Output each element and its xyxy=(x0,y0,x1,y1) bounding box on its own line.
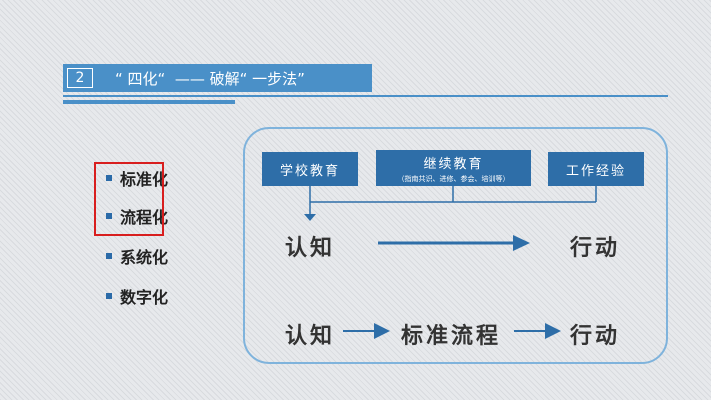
continuing-education-box: 继续教育 （指南共识、进修、参会、培训等） xyxy=(376,150,531,186)
list-item-label: 标准化 xyxy=(120,170,169,189)
school-education-box: 学校教育 xyxy=(262,152,358,186)
title-underline-accent xyxy=(63,100,235,104)
row2-cognition: 认知 xyxy=(285,324,336,349)
row1-action: 行动 xyxy=(570,236,621,261)
list-item-label: 数字化 xyxy=(120,288,169,307)
down-arrow-icon xyxy=(304,214,316,221)
row1-cognition: 认知 xyxy=(285,236,336,261)
list-item: 数字化 xyxy=(106,284,168,308)
section-title: “ 四化“ —— 破解“ 一步法” xyxy=(115,69,305,88)
row2-action: 行动 xyxy=(570,324,621,349)
diagram-panel xyxy=(243,127,668,364)
box-label: 工作经验 xyxy=(565,163,626,179)
box-sublabel: （指南共识、进修、参会、培训等） xyxy=(397,174,510,183)
list-item: 系统化 xyxy=(106,244,168,268)
section-title-bar: 2 “ 四化“ —— 破解“ 一步法” xyxy=(63,64,372,92)
row2-standard-process: 标准流程 xyxy=(401,324,502,349)
bullet-icon xyxy=(106,253,112,259)
title-underline xyxy=(63,95,668,97)
arrow-head-icon xyxy=(513,235,530,251)
list-item: 流程化 xyxy=(106,204,168,228)
box-label: 学校教育 xyxy=(279,163,340,179)
section-number: 2 xyxy=(67,68,93,88)
list-item-label: 系统化 xyxy=(120,248,169,267)
merge-connector xyxy=(309,186,597,214)
work-experience-box: 工作经验 xyxy=(548,152,644,186)
highlight-box xyxy=(94,162,164,236)
bullet-icon xyxy=(106,213,112,219)
bullet-icon xyxy=(106,175,112,181)
box-label: 继续教育 xyxy=(423,156,484,172)
list-item-label: 流程化 xyxy=(120,208,169,227)
bullet-icon xyxy=(106,293,112,299)
list-item: 标准化 xyxy=(106,166,168,190)
